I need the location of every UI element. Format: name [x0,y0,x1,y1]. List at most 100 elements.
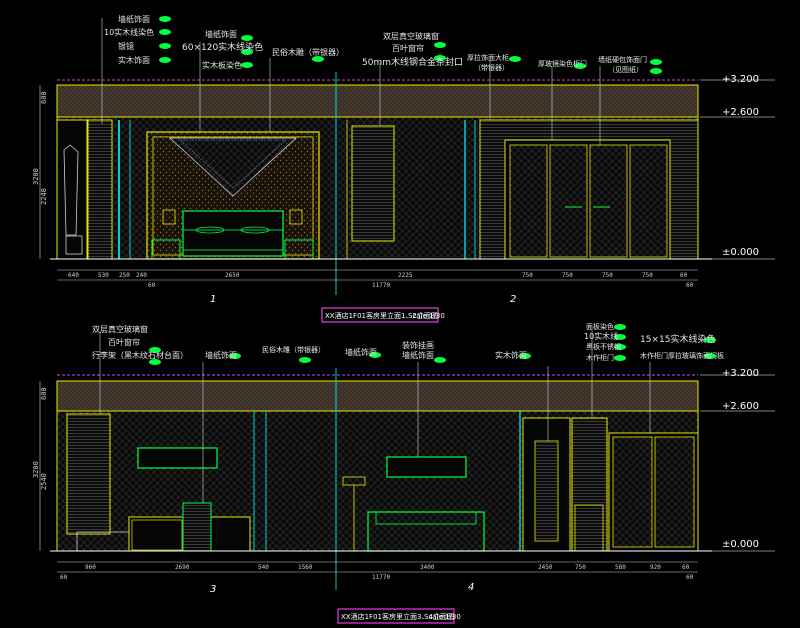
level-markers-1: +3.200 +2.600 ±0.000 [700,74,775,260]
label-wood-size: 60×120实木线染色 [182,41,263,53]
painting-left-2 [137,447,218,469]
label-wall-soft-2b: 墙纸饰面 [205,350,237,360]
view-number-3: 3 [210,584,216,595]
label-mirror: 银镜 [118,41,134,51]
level-3200-1: +3.200 [722,74,759,85]
bottom-dimensions-2: 960 2690 540 1560 3400 2450 750 580 920 … [57,561,698,581]
level-2600-2: +2.600 [722,401,759,412]
svg-text:2450: 2450 [538,564,553,571]
scale-2: Scale 1/30 [424,613,461,621]
level-markers-2: +3.200 +2.600 ±0.000 [700,368,775,552]
label-wood-panel: 实木饰面 [118,55,150,65]
left-dimensions-1: 600 3200 2240 [32,85,48,259]
svg-text:60: 60 [686,282,694,289]
svg-text:2540: 2540 [40,473,48,490]
svg-text:2225: 2225 [398,272,413,279]
left-dimensions-2: 600 3200 2540 [32,381,48,551]
svg-text:3400: 3400 [420,564,435,571]
ceiling-band-2 [56,380,699,412]
label-wardrobe-door: 木作柜门厚拉玻璃饰面门板 [640,351,724,360]
scale-1: Scale 1/30 [408,312,445,320]
label-hang-deco-2: 民俗木雕（带银器） [262,345,325,354]
chair-2 [182,502,212,552]
label-wood-line: 10实木线染色 [104,27,154,37]
level-2600-1: +2.600 [722,107,759,118]
ceiling-band-1 [56,84,699,118]
svg-text:60: 60 [682,564,690,571]
svg-text:920: 920 [650,564,661,571]
label-blinds: 百叶窗帘 [392,43,424,53]
label-wall-soft2-2: 墙纸饰面 [345,347,377,357]
view-number-2: 2 [510,294,516,305]
label-hang-deco: 民俗木雕（带银器） [272,47,344,57]
svg-text:750: 750 [562,272,573,279]
window-blinds-2 [66,413,111,535]
label-wood-line-2: 10实木线 [584,331,618,341]
label-curtain-2: 双层真空玻璃窗 [92,324,148,334]
label-wall-soft3: 墙纸饰面 [402,350,434,360]
bed-1 [182,210,284,257]
svg-text:60: 60 [60,574,68,581]
label-wood-color: 实木板染色 [202,60,242,70]
title-1: XX酒店1F01客房里立面1、2立面图 [325,311,438,320]
label-wardrobe-sub: （带银器） [474,63,509,72]
label-curtain: 双层真空玻璃窗 [383,31,439,41]
label-alu-frame: 50mm木线钢合金条封口 [362,56,463,68]
elevation-2 [50,368,712,590]
level-0000-2: ±0.000 [722,539,759,550]
svg-text:750: 750 [522,272,533,279]
svg-text:60: 60 [680,272,688,279]
label-wardrobe: 厚拉饰面大柜 [467,53,509,62]
label-wood-door: 木作柜门 [586,353,614,362]
sofa-2 [367,511,485,552]
svg-text:750: 750 [575,564,586,571]
left-cabinet-1 [56,119,88,260]
left-stripe-panel-1 [87,119,113,260]
hanging-decoration [168,137,298,197]
label-wall-soft: 墙纸饰面 [118,14,150,24]
svg-text:2650: 2650 [225,272,240,279]
svg-text:11770: 11770 [372,282,390,289]
svg-text:60: 60 [148,282,156,289]
svg-text:750: 750 [602,272,613,279]
svg-text:750: 750 [642,272,653,279]
elevation-1 [50,72,712,295]
svg-text:11770: 11770 [372,574,390,581]
window-blinds-1 [351,125,395,242]
label-wall-soft-2: 墙纸饰面 [205,29,237,39]
svg-text:1560: 1560 [298,564,313,571]
svg-text:2690: 2690 [175,564,190,571]
label-desk: 行李架（黑木纹石材台面） [92,350,188,360]
svg-text:580: 580 [615,564,626,571]
label-wood-size-2: 15×15实木线染色 [640,333,715,345]
bottom-dimensions-1: 640 530 250 240 2650 2225 750 750 750 75… [57,269,698,289]
svg-text:3200: 3200 [32,461,40,478]
label-wall-stripe: 墙纸硬包饰面门 [598,55,647,64]
label-wall-stripe-sub: （见图纸） [608,65,643,74]
svg-text:60: 60 [686,574,694,581]
title-box-1 [321,307,439,323]
annotations-2: 双层真空玻璃窗 百叶窗帘 行李架（黑木纹石材台面） 墙纸饰面 民俗木雕（带银器）… [32,322,775,624]
annotations-1: 墙纸饰面 10实木线染色 银镜 实木饰面 墙纸饰面 60×120实木线染色 实木… [32,14,775,323]
svg-text:250: 250 [119,272,130,279]
svg-text:240: 240 [136,272,147,279]
label-blinds-2: 百叶窗帘 [108,337,140,347]
label-paint-tv: 面板染色 [586,322,614,331]
title-box-2 [337,608,455,624]
svg-text:2240: 2240 [40,188,48,205]
label-black-cabinet: 黑板不锈钢 [586,342,621,351]
level-3200-2: +3.200 [722,368,759,379]
level-0000-1: ±0.000 [722,247,759,258]
view-number-1: 1 [210,294,216,305]
label-wood-panel-2: 实木饰面 [495,350,527,360]
svg-text:600: 600 [40,387,48,400]
svg-text:3200: 3200 [32,168,40,185]
title-2: XX酒店1F01客房里立面3、4立面图 [341,612,454,621]
svg-text:640: 640 [68,272,79,279]
label-door-panel: 厚玻镜染色柜门 [538,59,587,68]
svg-text:600: 600 [40,91,48,104]
svg-text:540: 540 [258,564,269,571]
view-number-4: 4 [468,582,474,593]
